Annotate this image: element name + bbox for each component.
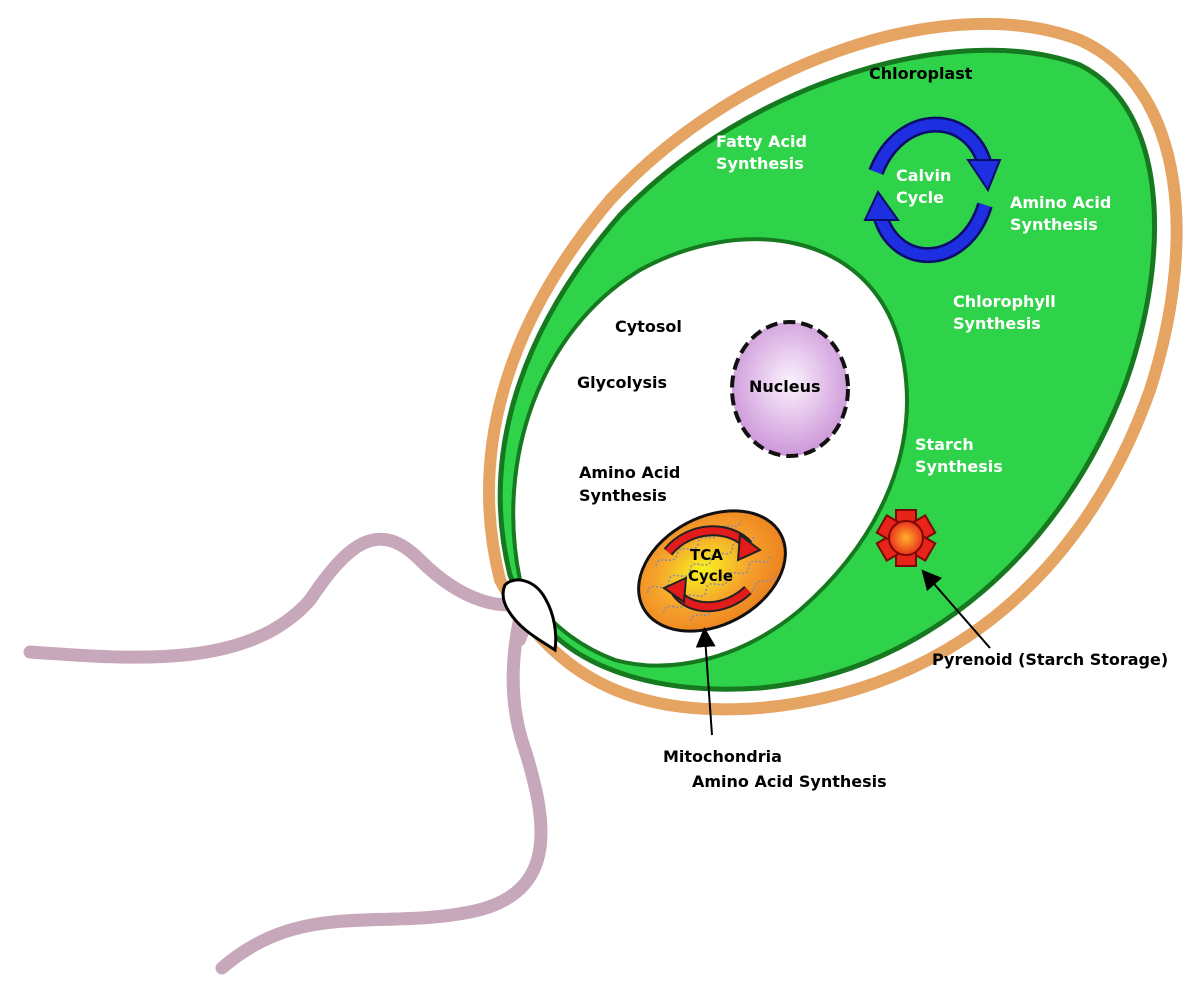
mitochondria-label-line1: Mitochondria [663, 747, 782, 766]
cytosol-amino-label-line2: Synthesis [579, 486, 667, 505]
flagellum-left [23, 532, 542, 664]
calvin-label-line2: Cycle [896, 188, 944, 207]
starch-label-line2: Synthesis [915, 457, 1003, 476]
tca-label-line2: Cycle [688, 567, 733, 585]
glycolysis-label: Glycolysis [577, 373, 667, 392]
calvin-label-line1: Calvin [896, 166, 951, 185]
cytosol-label: Cytosol [615, 317, 682, 336]
pyrenoid-label: Pyrenoid (Starch Storage) [932, 650, 1168, 669]
flagella [23, 532, 576, 975]
nucleus-label: Nucleus [749, 377, 821, 396]
tca-label-line1: TCA [690, 546, 723, 564]
cytosol-amino-label-line1: Amino Acid [579, 463, 680, 482]
fatty-acid-label-line2: Synthesis [716, 154, 804, 173]
chloroplast-amino-label-line1: Amino Acid [1010, 193, 1111, 212]
chloroplast-amino-label-line2: Synthesis [1010, 215, 1098, 234]
calvin-cycle-arrows [863, 116, 1002, 263]
chloroplast-label: Chloroplast [869, 64, 973, 83]
pyrenoid-pointer-arrow [921, 569, 991, 649]
pyrenoid [875, 509, 937, 567]
chlorophyll-label-line2: Synthesis [953, 314, 1041, 333]
fatty-acid-label-line1: Fatty Acid [716, 132, 807, 151]
mitochondria-pointer-arrow [695, 627, 716, 736]
basal-body [501, 578, 558, 653]
nucleus [730, 320, 850, 458]
tca-cycle-arrows [661, 525, 762, 613]
mitochondria-label-line2: Amino Acid Synthesis [692, 772, 887, 791]
flagellum-right [215, 555, 548, 975]
chlorophyll-label-line1: Chlorophyll [953, 292, 1056, 311]
starch-label-line1: Starch [915, 435, 974, 454]
